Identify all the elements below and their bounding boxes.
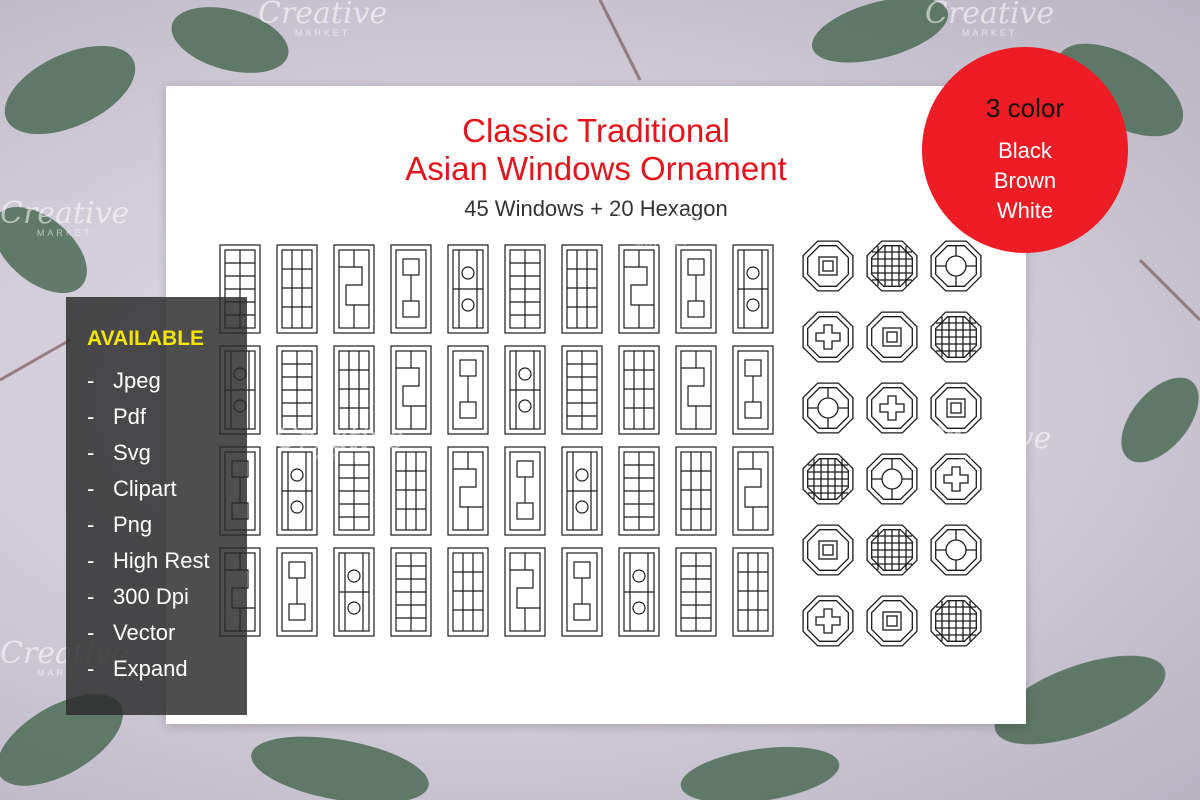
format-item: -Expand (87, 656, 188, 681)
window-ornament (276, 547, 318, 637)
formats-list: -Jpeg -Pdf -Svg -Clipart -Png -High Rest… (87, 367, 210, 691)
badge-color: White (996, 198, 1054, 223)
window-ornament (561, 547, 603, 637)
hexagon-ornament (930, 240, 982, 292)
hexagon-ornament (930, 382, 982, 434)
hexagon-ornament (866, 382, 918, 434)
hexagon-ornament (930, 311, 982, 363)
hexagon-ornament (930, 595, 982, 647)
product-title: Classic Traditional Asian Windows Orname… (166, 112, 1026, 188)
hexagon-ornament (866, 240, 918, 292)
hexagon-ornament (802, 311, 854, 363)
window-ornament (276, 345, 318, 435)
color-badge: 3 color Black Brown White (922, 47, 1128, 253)
hexagon-ornament (866, 453, 918, 505)
window-ornament (504, 244, 546, 334)
hexagon-ornament (802, 524, 854, 576)
window-ornament (504, 547, 546, 637)
hexagon-ornament (866, 595, 918, 647)
format-item: -300 Dpi (87, 584, 189, 609)
format-item: -High Rest (87, 548, 210, 573)
window-ornament (333, 244, 375, 334)
window-ornament (561, 446, 603, 536)
format-item: -Jpeg (87, 368, 161, 393)
badge-color-list: Black Brown White (922, 136, 1128, 226)
window-ornament (276, 244, 318, 334)
title-line-1: Classic Traditional (462, 112, 730, 149)
window-ornament (333, 547, 375, 637)
product-subtitle: 45 Windows + 20 Hexagon (464, 196, 728, 221)
window-ornament (675, 244, 717, 334)
window-ornament (561, 244, 603, 334)
window-ornament (561, 345, 603, 435)
formats-heading: AVAILABLE (87, 327, 205, 350)
format-item: -Png (87, 512, 153, 537)
badge-color: Brown (993, 168, 1057, 193)
window-ornament (276, 446, 318, 536)
window-ornament (333, 446, 375, 536)
hexagon-ornament (802, 382, 854, 434)
format-item: -Pdf (87, 404, 147, 429)
window-ornament (618, 446, 660, 536)
window-ornament (333, 345, 375, 435)
window-ornament (732, 547, 774, 637)
format-item: -Clipart (87, 476, 177, 501)
hexagon-ornament (930, 453, 982, 505)
window-ornament (390, 244, 432, 334)
window-ornament (675, 446, 717, 536)
hexagon-ornament (866, 524, 918, 576)
window-ornament (618, 244, 660, 334)
window-ornament (447, 345, 489, 435)
format-item: -Svg (87, 440, 151, 465)
window-ornament (504, 446, 546, 536)
format-item: -Vector (87, 620, 176, 645)
badge-color: Black (998, 138, 1052, 163)
window-ornament (618, 345, 660, 435)
window-ornament (447, 244, 489, 334)
hexagon-ornament (866, 311, 918, 363)
window-ornament (390, 547, 432, 637)
window-ornament (504, 345, 546, 435)
formats-panel: AVAILABLE -Jpeg -Pdf -Svg -Clipart -Png … (66, 297, 247, 715)
window-ornament (732, 244, 774, 334)
badge-heading: 3 color (985, 93, 1065, 123)
window-ornament (675, 547, 717, 637)
title-line-2: Asian Windows Ornament (405, 150, 787, 187)
window-ornament (447, 446, 489, 536)
window-ornament (675, 345, 717, 435)
window-ornament (390, 446, 432, 536)
hexagon-ornament (802, 240, 854, 292)
window-ornament (447, 547, 489, 637)
window-ornament (732, 446, 774, 536)
window-ornament (618, 547, 660, 637)
hexagon-ornament (930, 524, 982, 576)
hexagon-ornament (802, 453, 854, 505)
hexagon-ornament (802, 595, 854, 647)
window-ornament (390, 345, 432, 435)
window-ornament (732, 345, 774, 435)
